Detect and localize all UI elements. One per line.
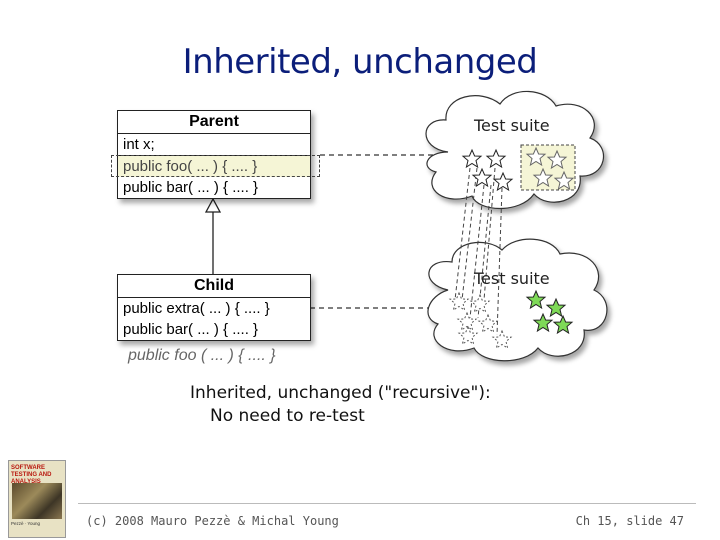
book-title: SOFTWARE TESTING AND ANALYSIS — [11, 465, 52, 485]
child-method-extra: public extra( ... ) { .... } — [123, 300, 270, 317]
parent-method-bar: public bar( ... ) { .... } — [123, 179, 259, 196]
child-class-box: Child public extra( ... ) { .... } publi… — [117, 274, 311, 341]
slide-title: Inherited, unchanged — [182, 42, 538, 82]
book-cover-art — [12, 483, 62, 519]
child-method-bar: public bar( ... ) { .... } — [123, 321, 259, 338]
test-suite-cloud-top — [425, 90, 605, 210]
foo-highlight-outline — [111, 155, 320, 177]
child-class-name: Child — [118, 275, 310, 298]
book-authors: Pezzè · Young — [11, 521, 41, 526]
note-line-1: Inherited, unchanged ("recursive"): — [190, 383, 491, 403]
footer-divider — [78, 503, 696, 504]
cloud-top-label: Test suite — [473, 116, 550, 135]
reuse-connector-lines — [454, 167, 503, 336]
footer-slide-number: Ch 15, slide 47 — [575, 514, 684, 528]
cloud-bottom-label: Test suite — [473, 269, 550, 288]
parent-method-foo: public foo( ... ) { .... } — [118, 156, 310, 177]
inheritance-arrowhead — [204, 197, 222, 213]
inherited-foo-ghost: public foo ( ... ) { .... } — [128, 347, 276, 364]
parent-class-name: Parent — [118, 111, 310, 134]
book-cover-image: SOFTWARE TESTING AND ANALYSIS Pezzè · Yo… — [8, 460, 66, 538]
note-line-2: No need to re-test — [210, 406, 365, 426]
parent-field-x: int x; — [118, 134, 310, 156]
footer-copyright: (c) 2008 Mauro Pezzè & Michal Young — [86, 514, 339, 528]
parent-class-box: Parent int x; public foo( ... ) { .... }… — [117, 110, 311, 199]
